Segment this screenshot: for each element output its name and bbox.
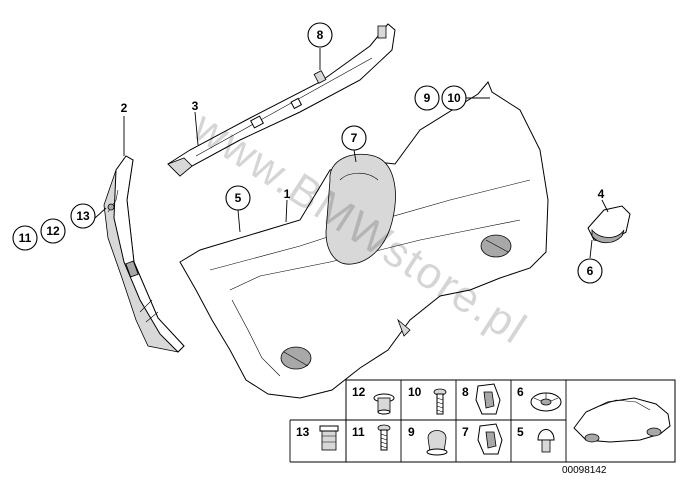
callout-10-label: 10 [447,91,461,105]
round-clip-icon [530,392,562,412]
callout-13: 13 [70,203,96,229]
document-number: 00098142 [562,465,607,476]
grid-cell-5: 5 [517,425,555,453]
plug-icon [426,430,448,456]
expanding-rivet-icon [373,393,395,415]
handle-cap [587,205,631,244]
grid-cell-6: 6 [517,385,562,412]
clip-icon [477,423,503,455]
c-pillar-trim [103,155,185,353]
callout-11: 11 [12,225,38,251]
grid-cell-number: 11 [352,425,365,439]
callout-4-label: 4 [598,187,605,201]
grid-cell-number: 12 [352,385,366,399]
callout-11-label: 11 [19,231,32,245]
grid-cell-number: 9 [408,425,415,439]
clip-icon [475,383,501,415]
callout-10: 10 [441,85,467,111]
grid-cell-13: 13 [296,425,339,451]
callout-8: 8 [307,22,333,48]
callout-12-label: 12 [46,224,60,238]
callout-5: 5 [225,185,251,211]
callout-1: 1 [284,187,291,201]
grid-cell-11: 11 [352,424,391,451]
tailgate-trim-panel [179,81,549,399]
screw-icon [377,424,391,451]
grid-cell-number: 6 [517,385,524,399]
grid-cell-8: 8 [462,383,501,415]
vehicle-thumbnail-icon [573,397,671,443]
grid-cell-9: 9 [408,425,448,456]
callout-1-label: 1 [284,187,291,201]
callout-7-label: 7 [351,131,358,145]
callout-7: 7 [341,125,367,151]
grid-cell-10: 10 [408,385,447,415]
grid-cell-number: 13 [296,425,310,439]
callout-13-label: 13 [76,209,90,223]
callout-2: 2 [121,101,128,115]
leader-lines [94,48,609,259]
callout-8-label: 8 [317,28,324,42]
callout-12: 12 [40,218,66,244]
clip-nut-icon [319,425,339,451]
grid-cell-12: 12 [352,385,395,415]
screw-icon [433,388,447,415]
grid-cell-number: 5 [517,425,524,439]
upper-trim-strip [167,23,396,177]
expanding-rivet-icon [537,429,555,453]
grid-cell-number: 8 [462,385,469,399]
callout-9-label: 9 [424,91,431,105]
callout-5-label: 5 [235,191,242,205]
callout-2-label: 2 [121,101,128,115]
callout-3: 3 [192,99,199,113]
grid-cell-thumbnail [573,397,671,443]
grid-cell-number: 10 [408,385,422,399]
parts-grid: 12 10 8 6 [289,379,676,463]
grid-cell-7: 7 [462,423,503,455]
callout-6-label: 6 [587,264,594,278]
grid-cell-number: 7 [462,425,469,439]
callout-3-label: 3 [192,99,199,113]
callout-4: 4 [598,187,605,201]
callout-9: 9 [414,85,440,111]
callout-6: 6 [577,258,603,284]
